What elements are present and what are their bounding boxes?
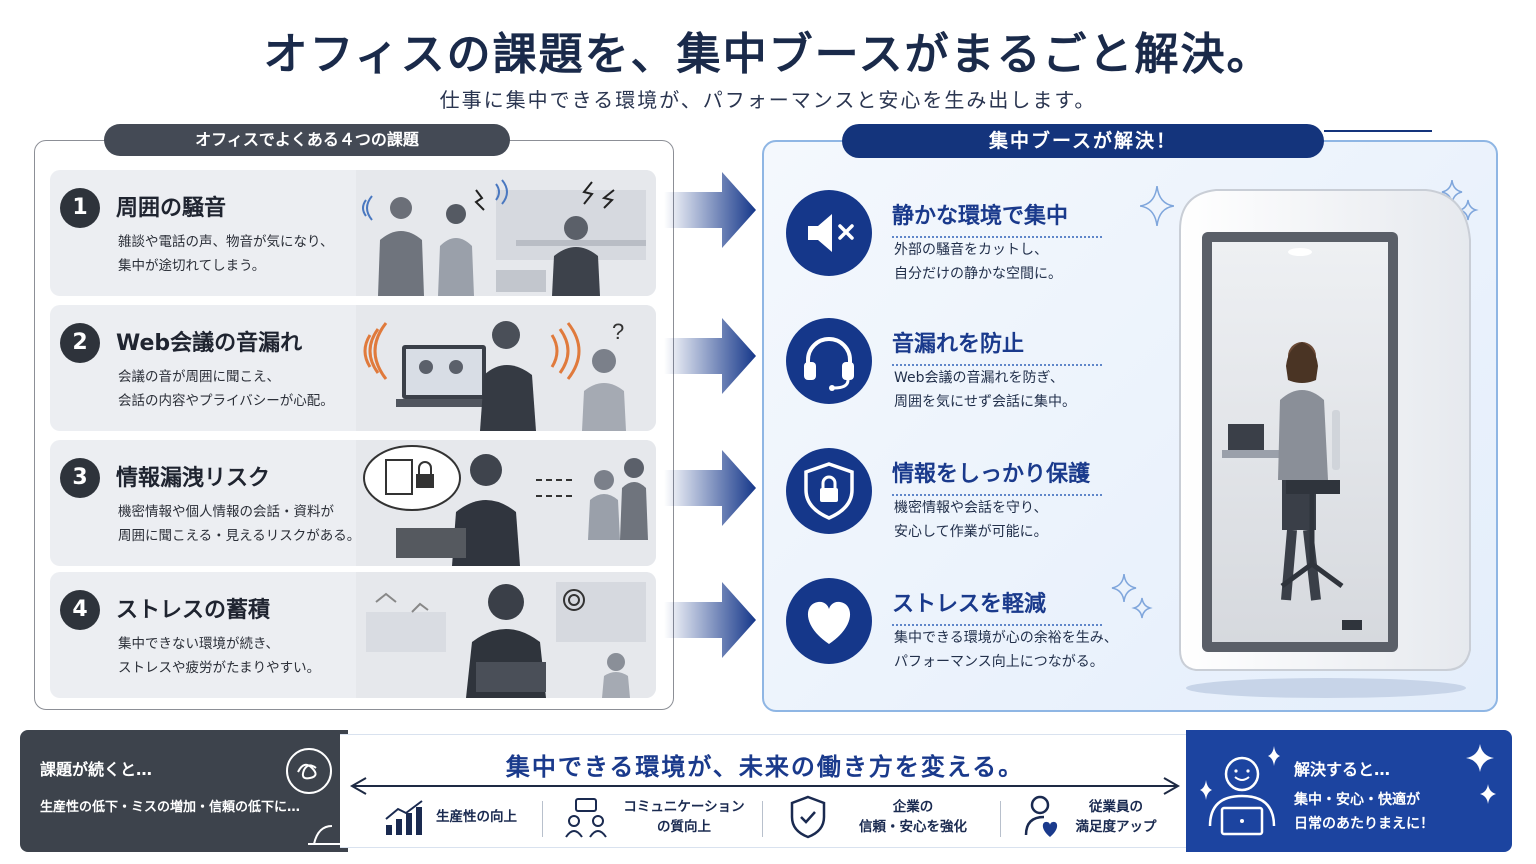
problem-consequence-box: 課題が続くと… 生産性の低下・ミスの増加・信頼の低下に…: [20, 730, 348, 852]
issues-tab-label: オフィスでよくある４つの課題: [104, 124, 510, 156]
consequence-title: 課題が続くと…: [40, 760, 153, 779]
solution-result-box: 解決すると… 集中・安心・快適が 日常のあたりまえに！: [1186, 730, 1512, 852]
benefit-trust: 企業の 信頼・安心を強化: [788, 793, 978, 843]
arrow-right-icon: [1163, 777, 1181, 795]
arrow-right-icon: [664, 318, 756, 394]
separator: [1000, 801, 1001, 837]
arrow-right-icon: [664, 172, 756, 248]
issue-title: 情報漏洩リスク: [116, 466, 271, 491]
solution-protect: 情報をしっかり保護 機密情報や会話を守り、 安心して作業が可能に。: [786, 448, 1166, 548]
benefit-communication: コミュニケーション の質向上: [564, 793, 764, 843]
issue-number: 3: [60, 458, 100, 498]
result-title: 解決すると…: [1294, 760, 1391, 779]
double-arrow-line: [354, 785, 1176, 787]
result-desc: 集中・安心・快適が 日常のあたりまえに！: [1294, 792, 1434, 832]
solutions-tab-label: 集中ブースが解決！: [842, 124, 1324, 158]
person-heart-icon: [1024, 795, 1058, 837]
tab-accent-line: [1324, 130, 1432, 132]
issue-desc: 会議の音が周囲に聞こえ、 会話の内容やプライバシーが心配。: [118, 369, 334, 409]
tangled-thought-icon: [286, 748, 332, 794]
benefit-label: 従業員の 満足度アップ: [1075, 799, 1157, 835]
focus-booth-illustration: [1179, 189, 1471, 698]
solution-title: 静かな環境で集中: [892, 198, 1102, 238]
solution-quiet: 静かな環境で集中 外部の騒音をカットし、 自分だけの静かな空間に。: [786, 190, 1166, 290]
issue-card-web-meeting: 2 Web会議の音漏れ 会議の音が周囲に聞こえ、 会話の内容やプライバシーが心配…: [50, 305, 656, 431]
sparkle-icon: [1111, 574, 1153, 619]
issue-desc: 雑談や電話の声、物音が気になり、 集中が途切れてしまう。: [118, 234, 334, 274]
separator: [762, 801, 763, 837]
sparkle-icon: [1466, 744, 1496, 804]
future-benefits-band: 集中できる環境が、未来の働き方を変える。 生産性の向上 コミュニケーション の質…: [340, 734, 1190, 848]
stress-illustration: [356, 572, 656, 698]
solution-title: ストレスを軽減: [892, 586, 1102, 626]
shield-lock-icon: [786, 448, 872, 534]
slumped-person-icon: [308, 825, 344, 845]
chat-people-icon: [565, 798, 607, 838]
issue-number: 2: [60, 323, 100, 363]
happy-worker-icon: [1200, 746, 1280, 836]
solution-desc: 外部の騒音をカットし、 自分だけの静かな空間に。: [894, 242, 1062, 282]
benefit-satisfaction: 従業員の 満足度アップ: [1024, 793, 1174, 843]
page-title: オフィスの課題を、集中ブースがまるごと解決。: [263, 29, 1273, 80]
benefit-label: コミュニケーション の質向上: [623, 799, 745, 835]
issue-number: 1: [60, 188, 100, 228]
solution-desc: 機密情報や会話を守り、 安心して作業が可能に。: [894, 500, 1048, 540]
consequence-desc: 生産性の低下・ミスの増加・信頼の低下に…: [40, 800, 301, 815]
issue-title: Web会議の音漏れ: [116, 331, 303, 356]
heart-icon: [786, 578, 872, 664]
separator: [542, 801, 543, 837]
headset-icon: [786, 318, 872, 404]
solution-no-leak: 音漏れを防止 Web会議の音漏れを防ぎ、 周囲を気にせず会話に集中。: [786, 318, 1166, 418]
arrow-right-icon: [664, 450, 756, 526]
arrow-left-icon: [349, 777, 367, 795]
growth-chart-icon: [385, 800, 423, 835]
arrow-right-icon: [664, 582, 756, 658]
solution-desc: Web会議の音漏れを防ぎ、 周囲を気にせず会話に集中。: [894, 370, 1076, 410]
web-meeting-illustration: ?: [356, 305, 656, 431]
issue-card-stress: 4 ストレスの蓄積 集中できない環境が続き、 ストレスや疲労がたまりやすい。: [50, 572, 656, 698]
solution-title: 音漏れを防止: [892, 326, 1102, 366]
issue-title: ストレスの蓄積: [116, 598, 271, 623]
svg-text:?: ?: [612, 319, 624, 344]
solution-desc: 集中できる環境が心の余裕を生み、 パフォーマンス向上につながる。: [894, 630, 1118, 670]
solution-title: 情報をしっかり保護: [892, 456, 1102, 496]
page-subtitle: 仕事に集中できる環境が、パフォーマンスと安心を生み出します。: [439, 88, 1097, 112]
issue-card-info-leak: 3 情報漏洩リスク 機密情報や個人情報の会話・資料が 周囲に聞こえる・見えるリス…: [50, 440, 656, 566]
shield-check-icon: [790, 795, 826, 839]
issue-title: 周囲の騒音: [116, 196, 227, 221]
benefit-label: 企業の 信頼・安心を強化: [859, 799, 967, 835]
benefit-productivity: 生産性の向上: [384, 793, 544, 843]
benefit-label: 生産性の向上: [436, 809, 517, 825]
issue-number: 4: [60, 590, 100, 630]
info-leak-illustration: [356, 440, 656, 566]
solution-stress: ストレスを軽減 集中できる環境が心の余裕を生み、 パフォーマンス向上につながる。: [786, 578, 1166, 678]
issue-desc: 機密情報や個人情報の会話・資料が 周囲に聞こえる・見えるリスクがある。: [118, 504, 361, 544]
issue-card-noise: 1 周囲の騒音 雑談や電話の声、物音が気になり、 集中が途切れてしまう。: [50, 170, 656, 296]
issue-desc: 集中できない環境が続き、 ストレスや疲労がたまりやすい。: [118, 636, 321, 676]
mute-speaker-icon: [786, 190, 872, 276]
future-message: 集中できる環境が、未来の働き方を変える。: [505, 753, 1025, 781]
sparkle-icon: [1140, 186, 1174, 226]
noisy-office-illustration: [356, 170, 656, 296]
